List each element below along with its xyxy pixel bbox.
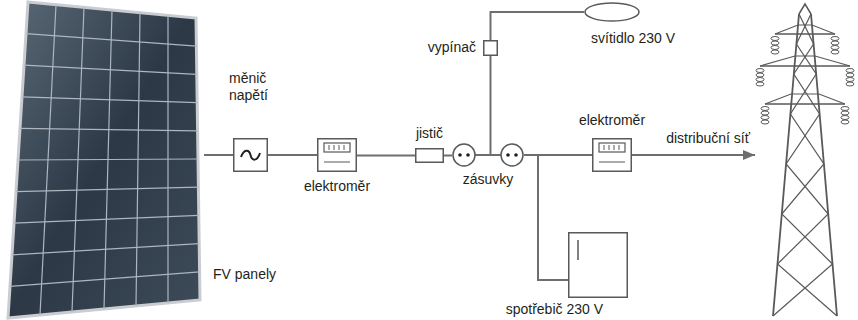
component-label: měnič napětí xyxy=(228,70,282,104)
light-switch-shape xyxy=(483,40,498,56)
wire xyxy=(491,12,585,40)
light-switch: vypínač xyxy=(483,40,498,56)
wire xyxy=(444,155,452,157)
component-label: distribuční síť xyxy=(665,130,751,147)
wire xyxy=(524,154,592,156)
wire xyxy=(268,154,317,156)
circuit-breaker: jistič xyxy=(415,148,444,163)
electricity-meter-shape xyxy=(592,138,632,172)
electricity-meter: elektroměr xyxy=(317,138,357,172)
socket-pair: zásuvky xyxy=(452,143,524,167)
lamp-shape xyxy=(584,2,640,22)
component-label: FV panely xyxy=(212,266,277,283)
voltage-inverter-shape xyxy=(233,138,268,172)
electricity-meter: elektroměr xyxy=(592,138,632,172)
wire xyxy=(524,155,568,280)
component-label: elektroměr xyxy=(578,112,646,129)
component-label: zásuvky xyxy=(462,171,515,188)
supply-arrow xyxy=(632,154,755,156)
lamp: svítidlo 230 V xyxy=(584,2,640,22)
socket-pair-shape xyxy=(452,143,524,167)
appliance-shape xyxy=(568,232,628,298)
component-label: spotřebič 230 V xyxy=(505,301,604,318)
voltage-inverter: měnič napětí xyxy=(233,138,268,172)
component-label: elektroměr xyxy=(303,178,371,195)
wire xyxy=(490,56,492,155)
power-pylon-shape xyxy=(755,4,855,316)
circuit-breaker-shape xyxy=(415,148,444,163)
power-pylon: distribuční síť xyxy=(755,4,855,316)
component-label: jistič xyxy=(415,125,444,142)
wire xyxy=(204,154,233,156)
pv-panel-shape xyxy=(0,0,204,320)
pv-panel: FV panely xyxy=(0,0,204,320)
wire xyxy=(357,155,415,157)
appliance: spotřebič 230 V xyxy=(568,232,628,298)
electricity-meter-shape xyxy=(317,138,357,172)
component-label: vypínač xyxy=(427,39,477,56)
component-label: svítidlo 230 V xyxy=(590,30,676,47)
